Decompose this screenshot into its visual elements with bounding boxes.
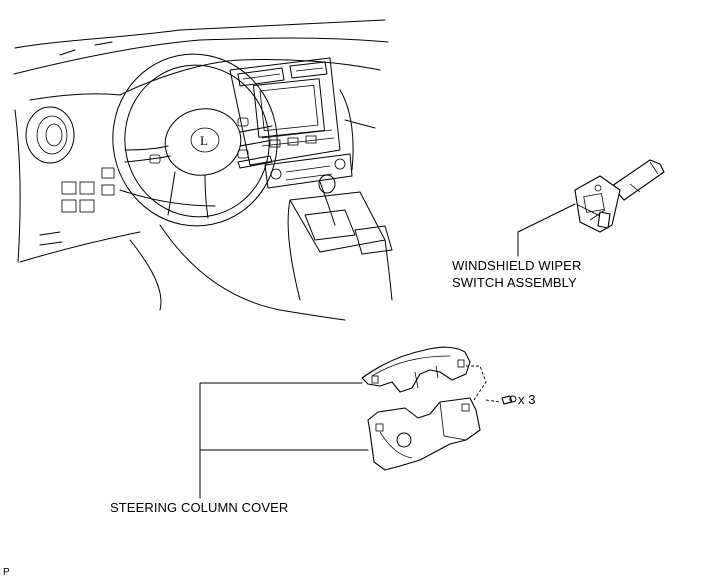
wiper-switch-label-line1: WINDSHIELD WIPER bbox=[452, 258, 582, 273]
wiper-switch-drawing bbox=[517, 159, 665, 257]
dashboard-illustration: L bbox=[13, 19, 393, 321]
column-cover-label: STEERING COLUMN COVER bbox=[110, 500, 289, 515]
svg-text:L: L bbox=[200, 133, 208, 148]
wiper-switch-label-line2: SWITCH ASSEMBLY bbox=[452, 275, 577, 290]
screw-quantity-label: x 3 bbox=[518, 392, 536, 407]
wiper-switch-label: WINDSHIELD WIPER SWITCH ASSEMBLY bbox=[452, 257, 581, 291]
column-cover-drawing bbox=[199, 346, 517, 499]
figure-code: P bbox=[3, 567, 10, 578]
